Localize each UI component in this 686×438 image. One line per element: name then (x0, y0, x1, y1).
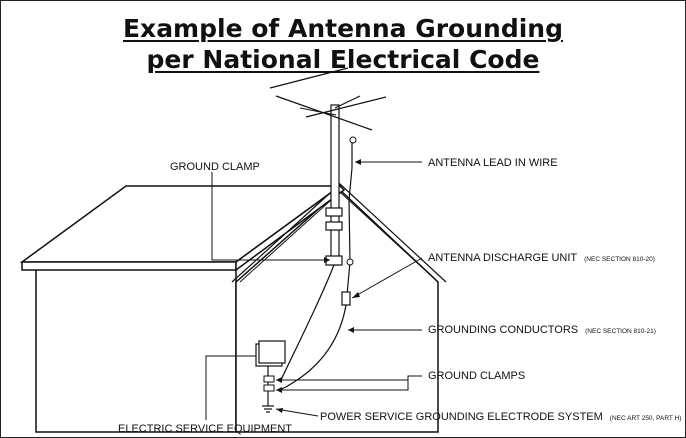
antenna-lead-in-wire (346, 142, 353, 296)
leader-ground-clamps (276, 375, 422, 391)
arrow-ground-clamps-1 (276, 377, 282, 383)
label-antenna-discharge-unit-ref: (NEC SECTION 810-20) (584, 256, 655, 263)
roof-ridge-edge (235, 185, 346, 272)
label-power-service-grounding-ref: (NEC ART 250, PART H) (610, 415, 682, 422)
label-ground-clamp: GROUND CLAMP (170, 161, 260, 173)
arrow-grounding-conductors (348, 327, 354, 333)
standoff-bracket-2 (325, 221, 343, 231)
label-electric-service-equipment: ELECTRIC SERVICE EQUIPMENT (118, 423, 292, 435)
antenna-mast (330, 104, 340, 266)
antenna-element-lower (305, 96, 387, 118)
arrow-ground-clamps-2 (276, 387, 282, 393)
leader-power-service-grounding (275, 408, 319, 417)
ground-clamp-base-1 (263, 375, 275, 383)
arrow-discharge-unit (352, 292, 360, 298)
label-antenna-discharge-unit: ANTENNA DISCHARGE UNIT (428, 252, 577, 264)
standoff-bracket-1 (325, 207, 343, 217)
grounding-conductor-mast (279, 264, 335, 383)
ground-clamp-base-2 (263, 384, 275, 392)
arrow-ground-clamp (324, 257, 330, 263)
label-power-service-grounding: POWER SERVICE GROUNDING ELECTRODE SYSTEM (320, 411, 603, 423)
label-grounding-conductors: GROUNDING CONDUCTORS (428, 324, 578, 336)
antenna-discharge-unit (341, 291, 351, 306)
gable-trim-inner (239, 191, 439, 283)
antenna-element-top (269, 67, 349, 89)
label-power-service-grounding-group: POWER SERVICE GROUNDING ELECTRODE SYSTEM… (320, 407, 681, 424)
roof-edge (21, 261, 237, 271)
label-grounding-conductors-group: GROUNDING CONDUCTORS (NEC SECTION 810-21… (428, 320, 656, 337)
leader-ground-clamp (211, 172, 330, 261)
lead-in-standoff (346, 258, 354, 266)
lead-in-insulator (349, 136, 357, 144)
label-ground-clamps: GROUND CLAMPS (428, 370, 525, 382)
grounding-conductor-discharge (279, 304, 347, 391)
label-antenna-discharge-unit-group: ANTENNA DISCHARGE UNIT (NEC SECTION 810-… (428, 248, 655, 265)
electric-service-box (258, 340, 286, 364)
antenna-mount (334, 95, 361, 109)
label-antenna-lead-in-wire: ANTENNA LEAD IN WIRE (428, 157, 558, 169)
arrow-lead-in-wire (355, 159, 361, 165)
label-grounding-conductors-ref: (NEC SECTION 810-21) (585, 328, 656, 335)
leader-electric-service-equipment (205, 355, 256, 420)
title-line-1: Example of Antenna Grounding (122, 14, 563, 43)
arrow-power-service-grounding (276, 408, 283, 413)
gable-trim-outer (231, 183, 447, 283)
antenna-element-mid (299, 107, 337, 116)
leader-discharge-unit (351, 257, 423, 299)
